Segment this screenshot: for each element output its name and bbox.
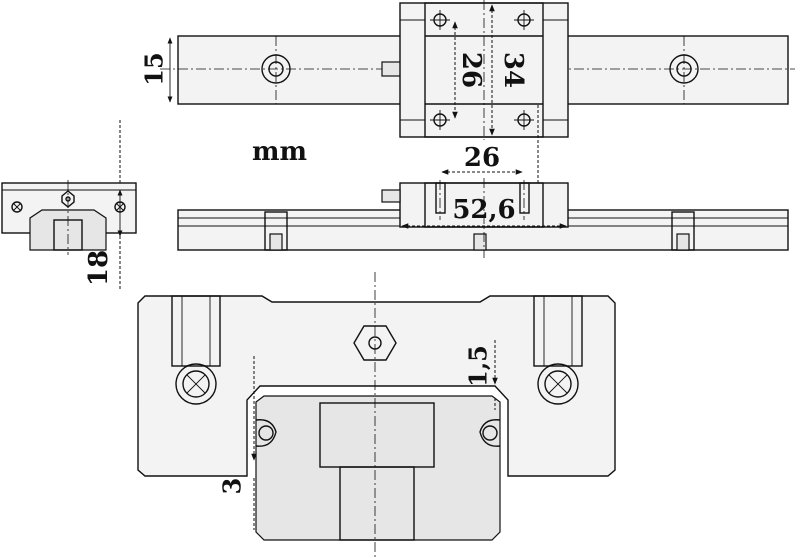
grease-nipple-top [381,61,403,77]
dim-carriage-length: 52,6 [452,195,515,225]
dim-clearance-side: 3 [218,478,247,495]
rail-section [255,395,501,541]
grease-nipple-hex [353,325,397,361]
side-view: 26 52,6 [177,105,789,258]
dim-carriage-width: 34 [498,52,528,88]
dim-total-height: 18 [84,250,114,286]
dim-clearance-top: 1,5 [464,345,493,387]
bolt-left [175,363,217,405]
end-view-small: 18 [1,120,137,290]
bolt-right [537,363,579,405]
top-view: 15 26 34 [140,0,795,140]
dim-rail-height: 15 [140,52,169,85]
units-label: mm [252,137,307,167]
carriage-body-section [137,295,616,477]
section-view: 1,5 3 [137,272,616,558]
dim-bolt-pitch-x: 26 [464,143,500,173]
dim-bolt-pitch-y: 26 [456,52,486,88]
carriage-bolt-holes [430,10,534,130]
